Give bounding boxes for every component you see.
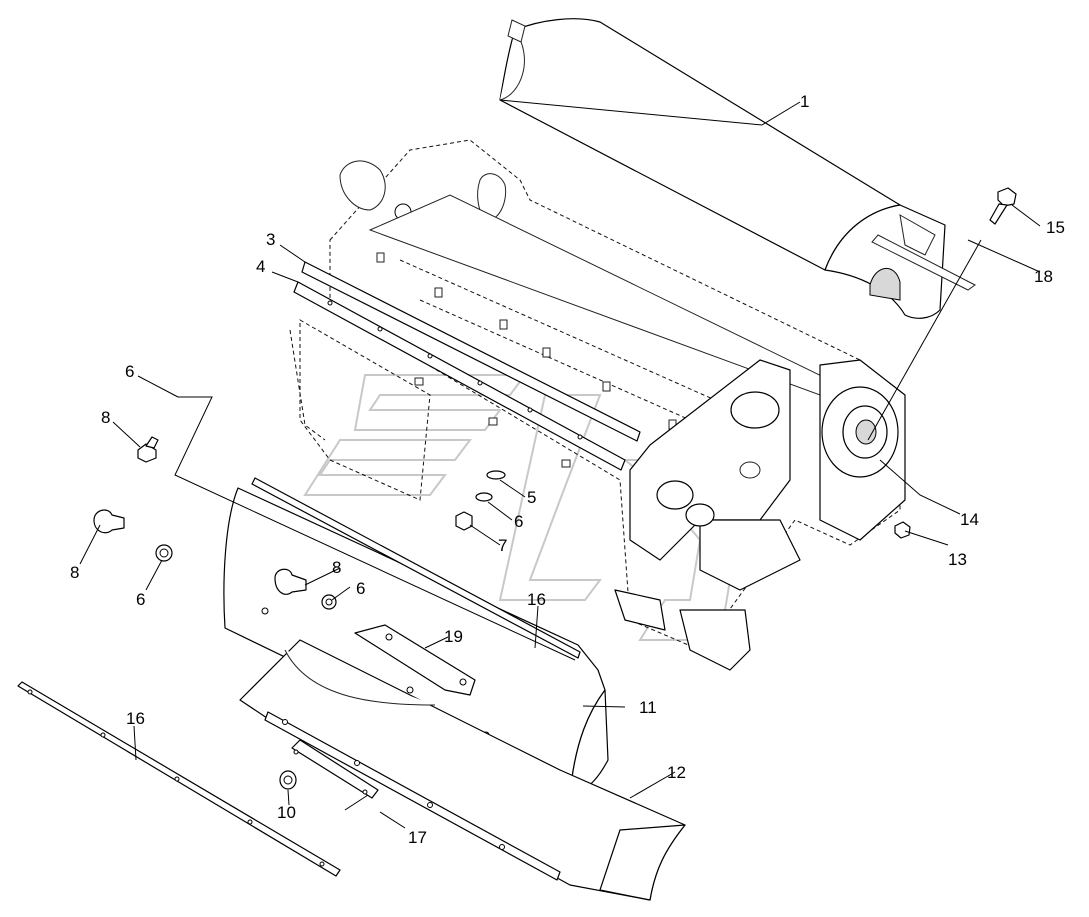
bottom-shell-part-12 xyxy=(239,639,686,901)
bolt-part-8-upper xyxy=(137,436,159,463)
callout-7: 7 xyxy=(498,536,507,555)
callout-8-cover: 8 xyxy=(332,558,341,577)
leader-lines xyxy=(79,99,1041,829)
callout-5: 5 xyxy=(527,488,536,507)
callout-17: 17 xyxy=(408,828,427,847)
callout-12: 12 xyxy=(667,763,686,782)
bolt-part-13 xyxy=(894,521,911,539)
strip-part-16-long xyxy=(17,681,341,877)
lower-cover-part-11 xyxy=(223,477,609,796)
callout-15: 15 xyxy=(1046,218,1065,237)
callout-16-right: 16 xyxy=(527,590,546,609)
callout-6-upper: 6 xyxy=(125,362,134,381)
main-frame-assembly xyxy=(289,139,906,671)
strip-part-3 xyxy=(301,261,641,442)
callout-6-left: 6 xyxy=(136,590,145,609)
callout-8-upper: 8 xyxy=(101,408,110,427)
strip-part-17 xyxy=(291,739,379,799)
fastener-stack xyxy=(414,377,571,531)
callout-16-left: 16 xyxy=(126,709,145,728)
callout-4: 4 xyxy=(256,257,265,276)
strip-part-4 xyxy=(293,281,626,471)
callout-3: 3 xyxy=(266,230,275,249)
callout-6-fastener: 6 xyxy=(514,512,523,531)
callout-6-cover: 6 xyxy=(356,579,365,598)
bolt-part-15 xyxy=(989,187,1017,225)
nut-part-10 xyxy=(279,770,297,790)
upper-cover-part-1 xyxy=(499,18,976,319)
callout-14: 14 xyxy=(960,510,979,529)
callout-10: 10 xyxy=(277,803,296,822)
callout-8-left: 8 xyxy=(70,563,79,582)
callout-19: 19 xyxy=(444,627,463,646)
callout-18: 18 xyxy=(1034,267,1053,286)
callout-13: 13 xyxy=(948,550,967,569)
callout-1: 1 xyxy=(800,92,809,111)
bolt-part-8-left xyxy=(93,509,173,562)
callout-11: 11 xyxy=(639,698,657,717)
callout-labels: 1 3 4 5 6 6 6 6 7 8 8 8 10 11 12 13 14 1… xyxy=(70,92,1065,847)
